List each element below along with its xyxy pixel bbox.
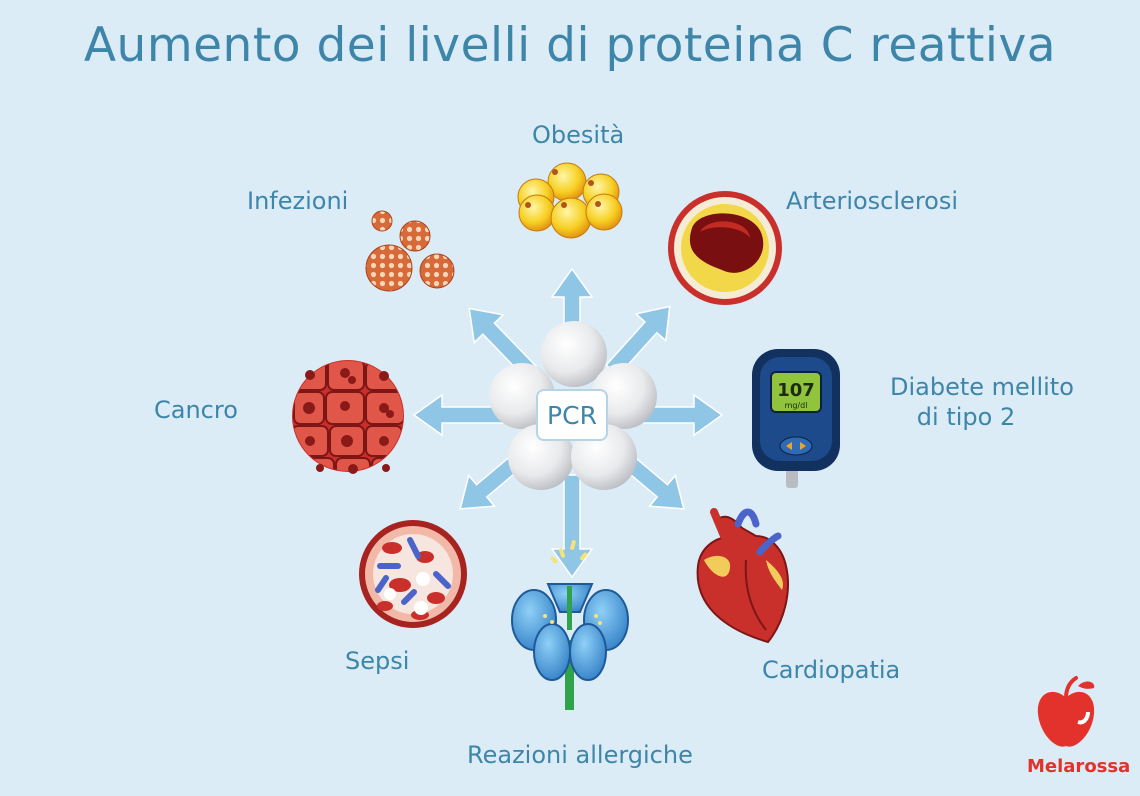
page-title: Aumento dei livelli di proteina C reatti… [83, 18, 1057, 73]
cancer-cells-icon [292, 360, 404, 474]
label-heart-disease: Cardiopatia [762, 656, 901, 684]
label-infections: Infezioni [247, 187, 349, 215]
pcr-label: PCR [536, 389, 608, 441]
artery-icon [668, 191, 782, 305]
label-arteriosclerosis: Arteriosclerosi [786, 187, 959, 215]
arrow-up-left [468, 307, 538, 379]
flower-icon [511, 540, 629, 710]
label-cancer: Cancro [154, 396, 238, 424]
label-sepsis: Sepsi [345, 647, 410, 675]
arrow-down [550, 474, 594, 579]
label-diabetes-line2: di tipo 2 [916, 403, 1016, 431]
fat-cells-icon [517, 162, 623, 239]
sepsis-icon [359, 520, 467, 628]
brand-name: Melarossa [1027, 756, 1131, 777]
label-diabetes-line1: Diabete mellito [890, 373, 1074, 401]
label-allergic-reactions: Reazioni allergiche [467, 741, 693, 769]
pathogens-icon [365, 210, 455, 292]
glucometer-unit: mg/dl [784, 401, 808, 410]
melarossa-logo [1037, 676, 1095, 747]
heart-icon [696, 508, 789, 644]
glucometer-icon [752, 349, 840, 488]
glucometer-reading: 107 [777, 380, 815, 401]
label-obesity: Obesità [532, 121, 625, 149]
label-diabetes: Diabete mellito di tipo 2 [890, 372, 1074, 432]
